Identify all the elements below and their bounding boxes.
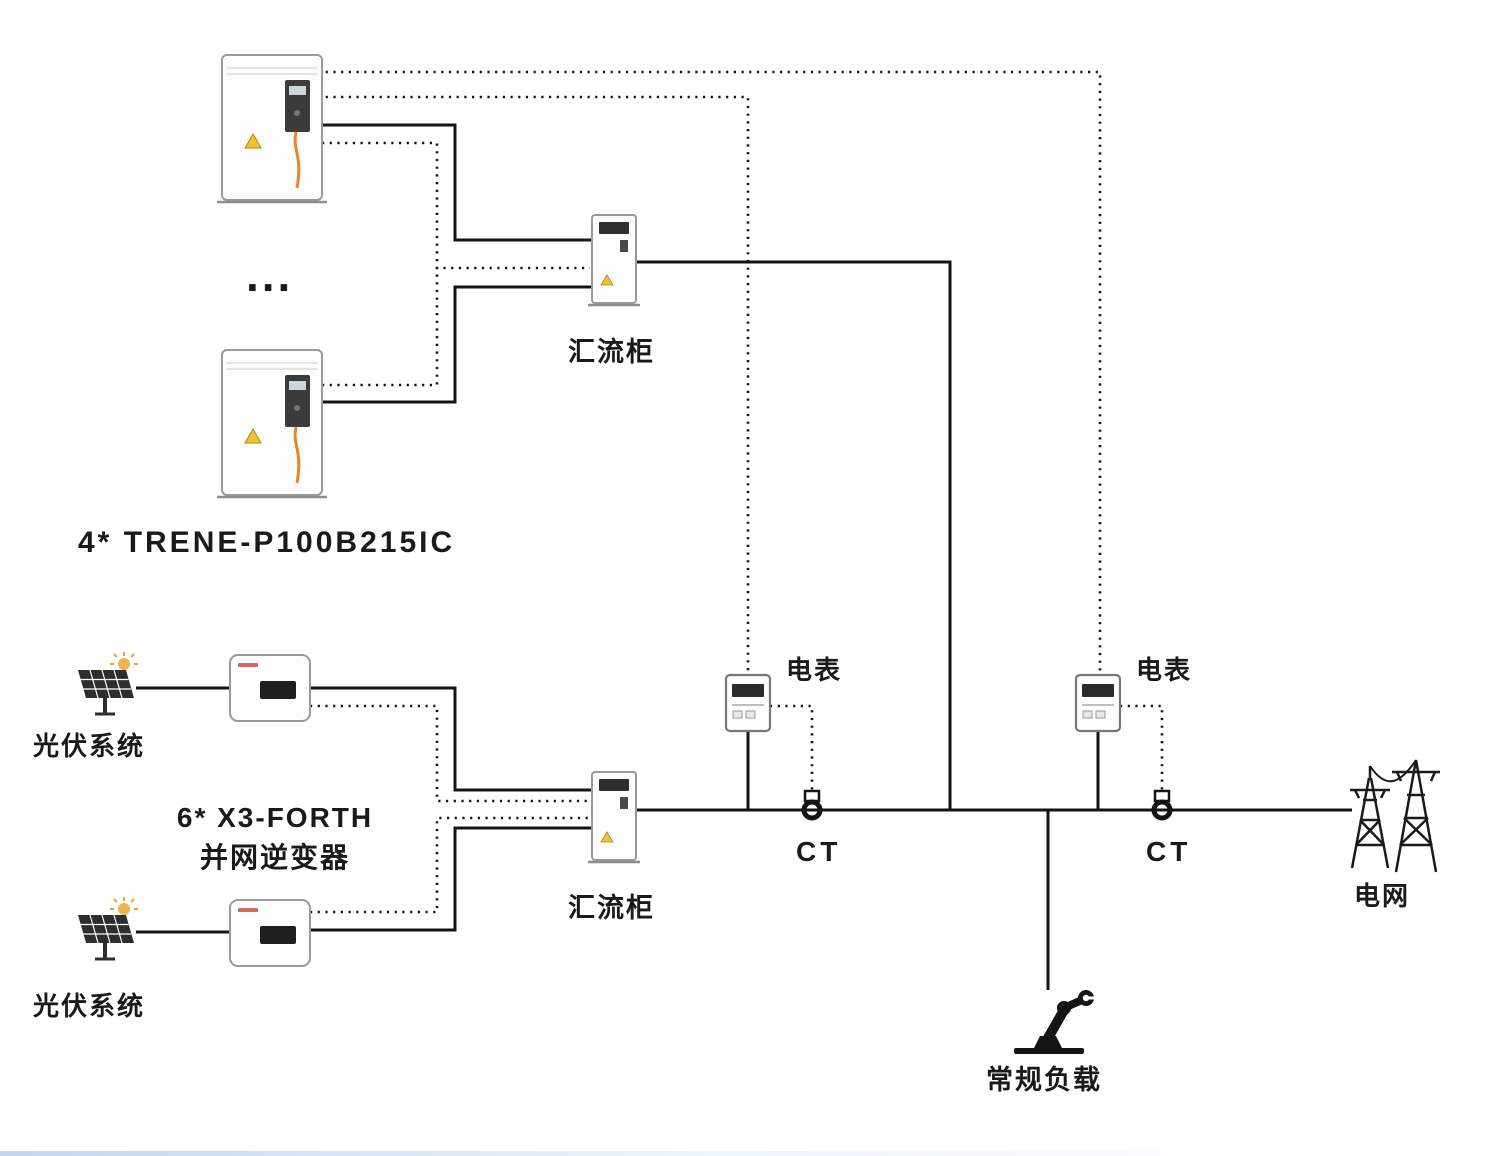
meter-1-label: 电表 (786, 655, 843, 685)
power-line-inverter2 (310, 826, 592, 932)
combiner-box-1-label: 汇流柜 (568, 337, 655, 367)
inverter-2-icon (229, 899, 311, 967)
inverter-type-line: 并网逆变器 (199, 842, 350, 873)
ct-1-label: CT (796, 836, 842, 867)
combiner-box-1-icon (586, 213, 642, 307)
grid-label: 电网 (1354, 881, 1411, 911)
comm-line-battery2-combiner (322, 268, 439, 387)
meter-2-icon (1074, 673, 1122, 733)
meter-1-icon (724, 673, 772, 733)
power-line-inverter1 (310, 686, 592, 792)
combiner-box-2-icon (586, 770, 642, 864)
comm-line-meter1-ct1 (770, 704, 814, 791)
battery-cabinet-2-icon (215, 348, 329, 499)
inverter-1-icon (229, 654, 311, 722)
load-label: 常规负载 (986, 1065, 1102, 1095)
battery-ellipsis: ... (246, 249, 294, 301)
inverter-label: 6* X3-FORTH 并网逆变器 (150, 798, 400, 878)
ct-2-icon (1154, 791, 1170, 818)
pv-system-1-label: 光伏系统 (33, 731, 146, 761)
pv-panel-1-icon (76, 650, 140, 716)
ct-2-label: CT (1146, 836, 1192, 867)
power-line-battery2 (322, 285, 592, 404)
comm-line-inverter1-combiner (310, 704, 590, 803)
load-robot-icon (1014, 990, 1095, 1054)
comm-line-battery-to-meter2 (318, 70, 1102, 672)
pv-system-2-label: 光伏系统 (33, 991, 146, 1021)
meter-2-label: 电表 (1136, 655, 1193, 685)
comm-line-inverter2-combiner (310, 816, 590, 914)
comm-line-meter2-ct2 (1120, 704, 1164, 791)
grid-towers-icon (1350, 759, 1440, 873)
comm-line-battery-to-meter1 (318, 95, 750, 672)
ct-1-icon (804, 791, 820, 818)
power-line-combiner1-to-bus (636, 260, 952, 810)
comm-line-battery1-combiner (322, 141, 590, 270)
pv-panel-2-icon (76, 895, 140, 961)
inverter-model-line: 6* X3-FORTH (176, 802, 374, 833)
battery-cabinet-1-icon (215, 53, 329, 204)
combiner-box-2-label: 汇流柜 (568, 893, 655, 923)
power-line-battery1 (322, 123, 592, 242)
battery-model-label: 4* TRENE-P100B215IC (78, 526, 456, 559)
bottom-gradient-strip (0, 1151, 1510, 1156)
